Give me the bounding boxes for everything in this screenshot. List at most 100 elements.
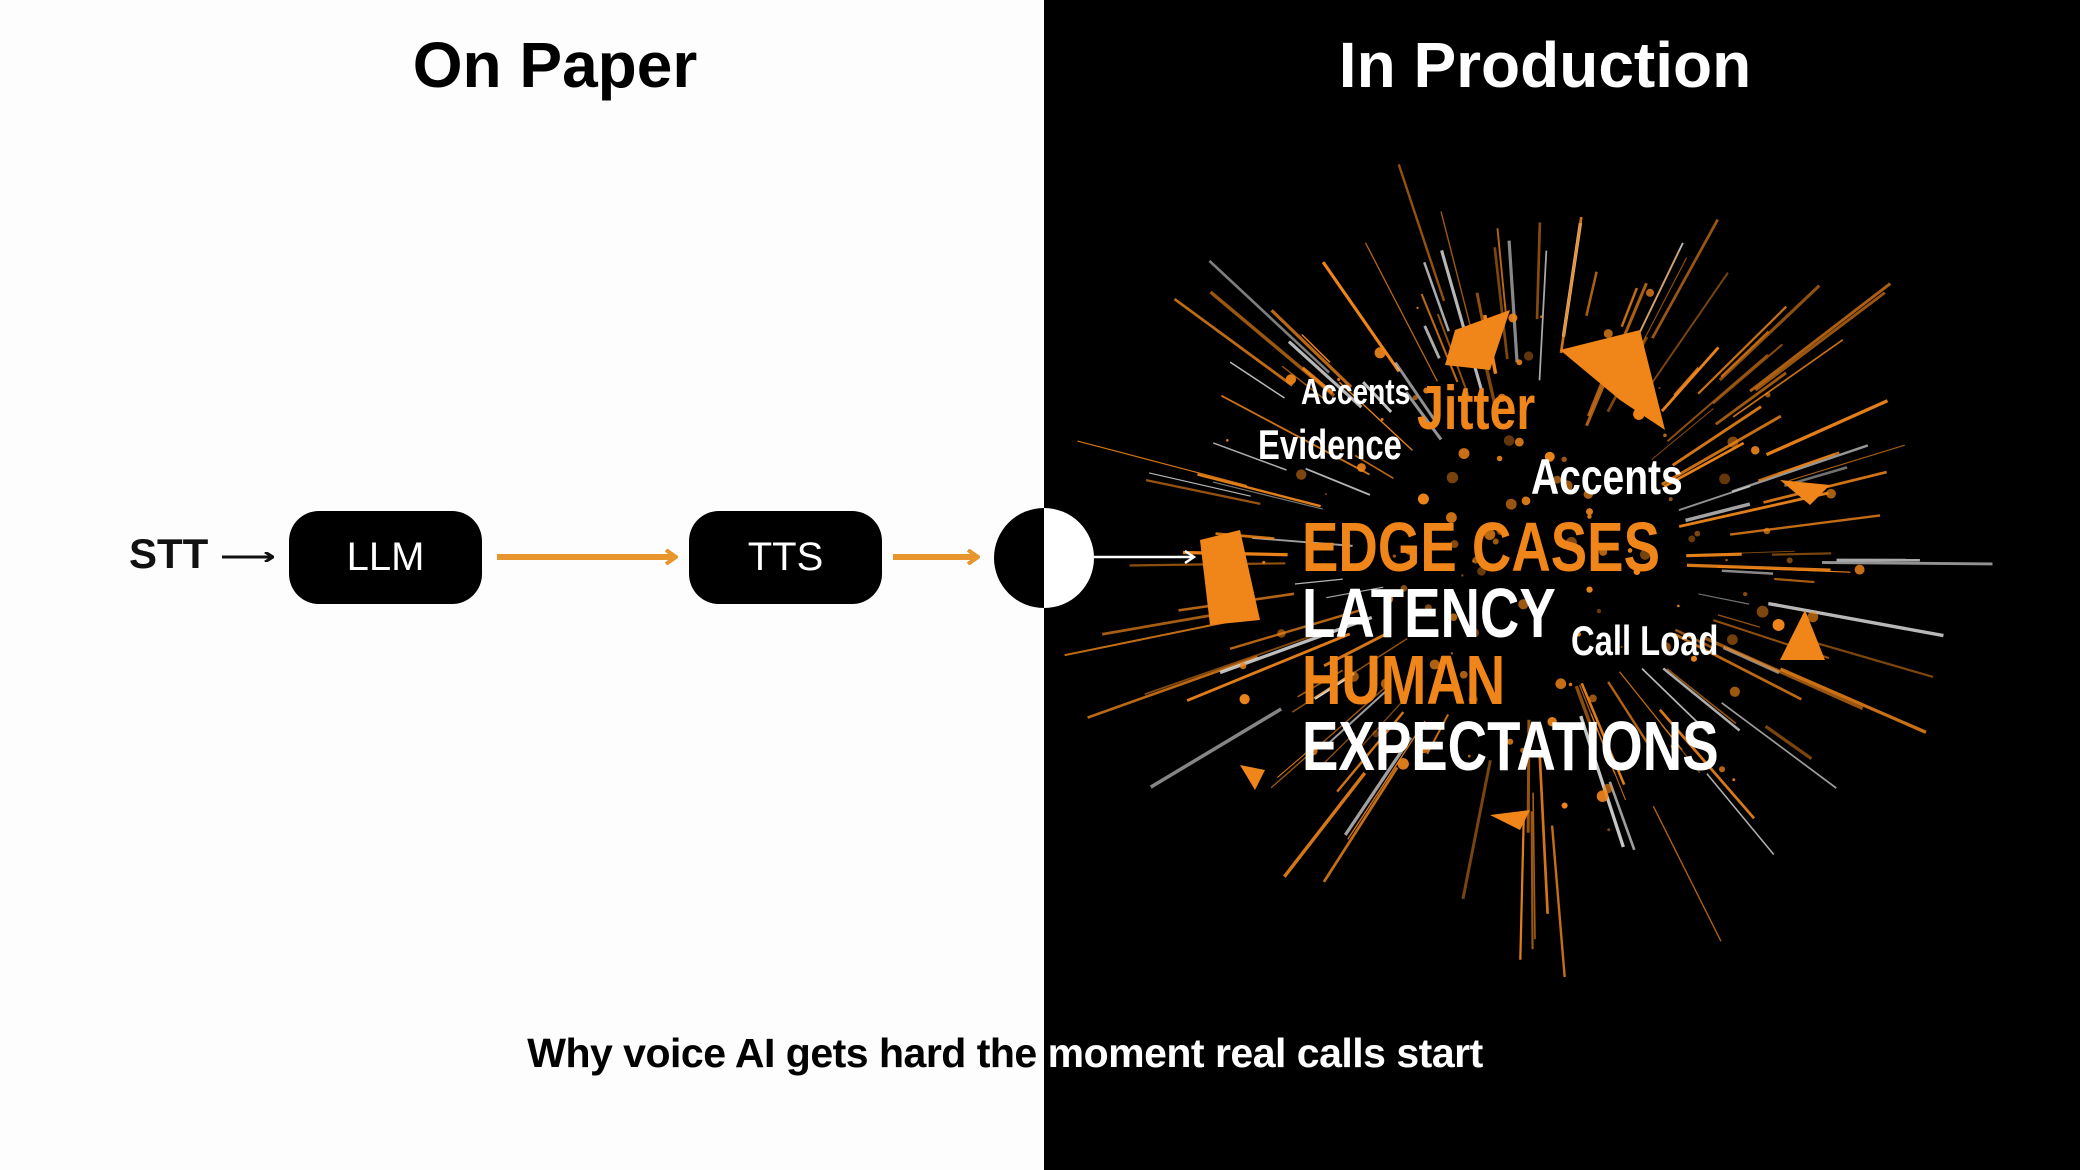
burst-particle <box>1472 560 1475 563</box>
burst-streak <box>1550 825 1566 978</box>
word-call-load: Call Load <box>1571 617 1719 664</box>
burst-shard <box>1240 765 1265 790</box>
burst-particle <box>1380 417 1384 421</box>
burst-particle <box>1573 639 1577 643</box>
burst-streak <box>1532 792 1536 940</box>
burst-particle <box>1450 652 1454 655</box>
burst-particle <box>1423 387 1430 394</box>
burst-streak <box>1580 682 1626 786</box>
burst-particle <box>1324 493 1327 496</box>
burst-particle <box>1661 642 1671 653</box>
burst-streak <box>1652 805 1722 942</box>
burst-particle <box>1540 315 1543 319</box>
burst-streak <box>1661 414 1782 486</box>
burst-streak <box>1777 453 1836 476</box>
burst-particle <box>1763 527 1771 535</box>
burst-particle <box>1458 448 1470 459</box>
burst-streak <box>1283 771 1367 878</box>
burst-particle <box>1416 306 1419 309</box>
burst-particle <box>1586 508 1593 516</box>
burst-streak <box>1822 561 1993 566</box>
burst-streak <box>1220 394 1370 476</box>
burst-streak <box>1148 472 1251 497</box>
burst-streak <box>1641 667 1709 734</box>
burst-particle <box>1854 564 1865 575</box>
burst-particle <box>1262 560 1266 564</box>
burst-streak <box>1270 309 1353 389</box>
burst-streak <box>1483 363 1499 414</box>
burst-streak <box>1701 635 1864 710</box>
burst-particle <box>1756 605 1769 618</box>
burst-streak <box>1620 287 1639 328</box>
burst-particle <box>1374 347 1386 359</box>
burst-streak <box>1526 719 1531 833</box>
burst-particle <box>1383 593 1394 604</box>
burst-particle <box>1296 469 1307 480</box>
word-latency: LATENCY <box>1302 574 1556 652</box>
burst-particle <box>1470 628 1480 638</box>
burst-particle <box>1497 393 1507 403</box>
burst-streak <box>1423 261 1450 332</box>
burst-particle <box>1772 618 1785 631</box>
burst-particle <box>1750 445 1760 455</box>
burst-particle <box>1418 741 1430 754</box>
burst-streak <box>1394 361 1438 423</box>
burst-streak <box>1686 563 1831 572</box>
burst-streak <box>1440 211 1472 330</box>
burst-particle <box>1477 566 1486 576</box>
word-evidence: Evidence <box>1258 421 1402 468</box>
burst-streak <box>1535 222 1542 320</box>
burst-shard <box>1560 330 1665 430</box>
burst-particle <box>1565 536 1577 549</box>
burst-particle <box>1568 682 1573 687</box>
burst-streak <box>1507 240 1519 363</box>
burst-streak <box>1423 325 1441 359</box>
burst-particle <box>1668 497 1673 502</box>
burst-particle <box>1561 802 1568 809</box>
portal-circle-right <box>1044 508 1094 608</box>
burst-particle <box>1508 313 1518 323</box>
burst-particle <box>1694 530 1701 537</box>
burst-streak <box>1651 408 1714 460</box>
burst-streak <box>1698 593 1750 605</box>
burst-streak <box>1322 766 1399 883</box>
burst-particle <box>1577 545 1581 549</box>
word-accents: Accents <box>1301 371 1411 412</box>
burst-particle <box>1429 659 1440 670</box>
burst-particle <box>1576 631 1581 637</box>
burst-streak <box>1666 668 1737 725</box>
burst-streak <box>1559 216 1583 354</box>
burst-particle <box>1445 512 1457 523</box>
burst-particle <box>1658 386 1661 390</box>
burst-streak <box>1666 353 1769 442</box>
burst-streak <box>1493 247 1509 360</box>
burst-streak <box>1638 272 1729 403</box>
burst-particle <box>1807 611 1819 623</box>
burst-particle <box>1417 493 1429 505</box>
burst-streak <box>1323 631 1390 668</box>
burst-streak <box>1347 720 1426 840</box>
in-production-title: In Production <box>1338 29 1752 101</box>
burst-streak <box>1321 261 1401 373</box>
burst-particle <box>1645 288 1655 297</box>
burst-particle <box>1285 374 1297 385</box>
burst-streak <box>1229 608 1363 650</box>
burst-streak <box>1674 628 1715 650</box>
burst-streak <box>1186 632 1351 702</box>
burst-streak <box>1731 444 1869 493</box>
burst-particle <box>1544 451 1555 462</box>
burst-particle <box>1561 456 1567 463</box>
burst-streak <box>1671 405 1762 467</box>
burst-particle <box>1663 433 1667 438</box>
burst-particle <box>1496 455 1503 462</box>
burst-streak <box>1714 371 1787 426</box>
burst-particle <box>1743 591 1748 597</box>
burst-streak <box>1717 614 1760 628</box>
burst-particle <box>1589 694 1597 703</box>
burst-particle <box>1607 828 1611 832</box>
burst-particle <box>1596 608 1602 614</box>
burst-streak <box>1287 340 1363 409</box>
burst-particle <box>1503 435 1515 446</box>
burst-particle <box>1516 359 1523 366</box>
burst-particle <box>1521 496 1531 506</box>
